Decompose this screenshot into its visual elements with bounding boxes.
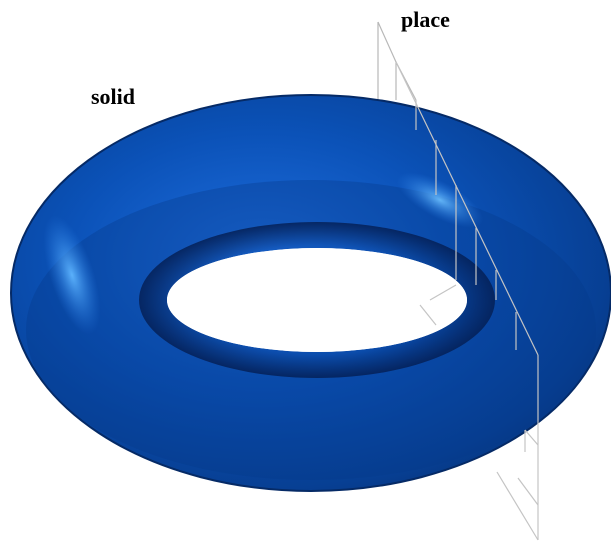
place-label: place bbox=[401, 7, 450, 32]
plane-back-lines bbox=[377, 21, 417, 101]
torus-hole bbox=[167, 248, 467, 352]
plane-front-lines bbox=[395, 61, 539, 541]
solid-label: solid bbox=[91, 84, 136, 109]
